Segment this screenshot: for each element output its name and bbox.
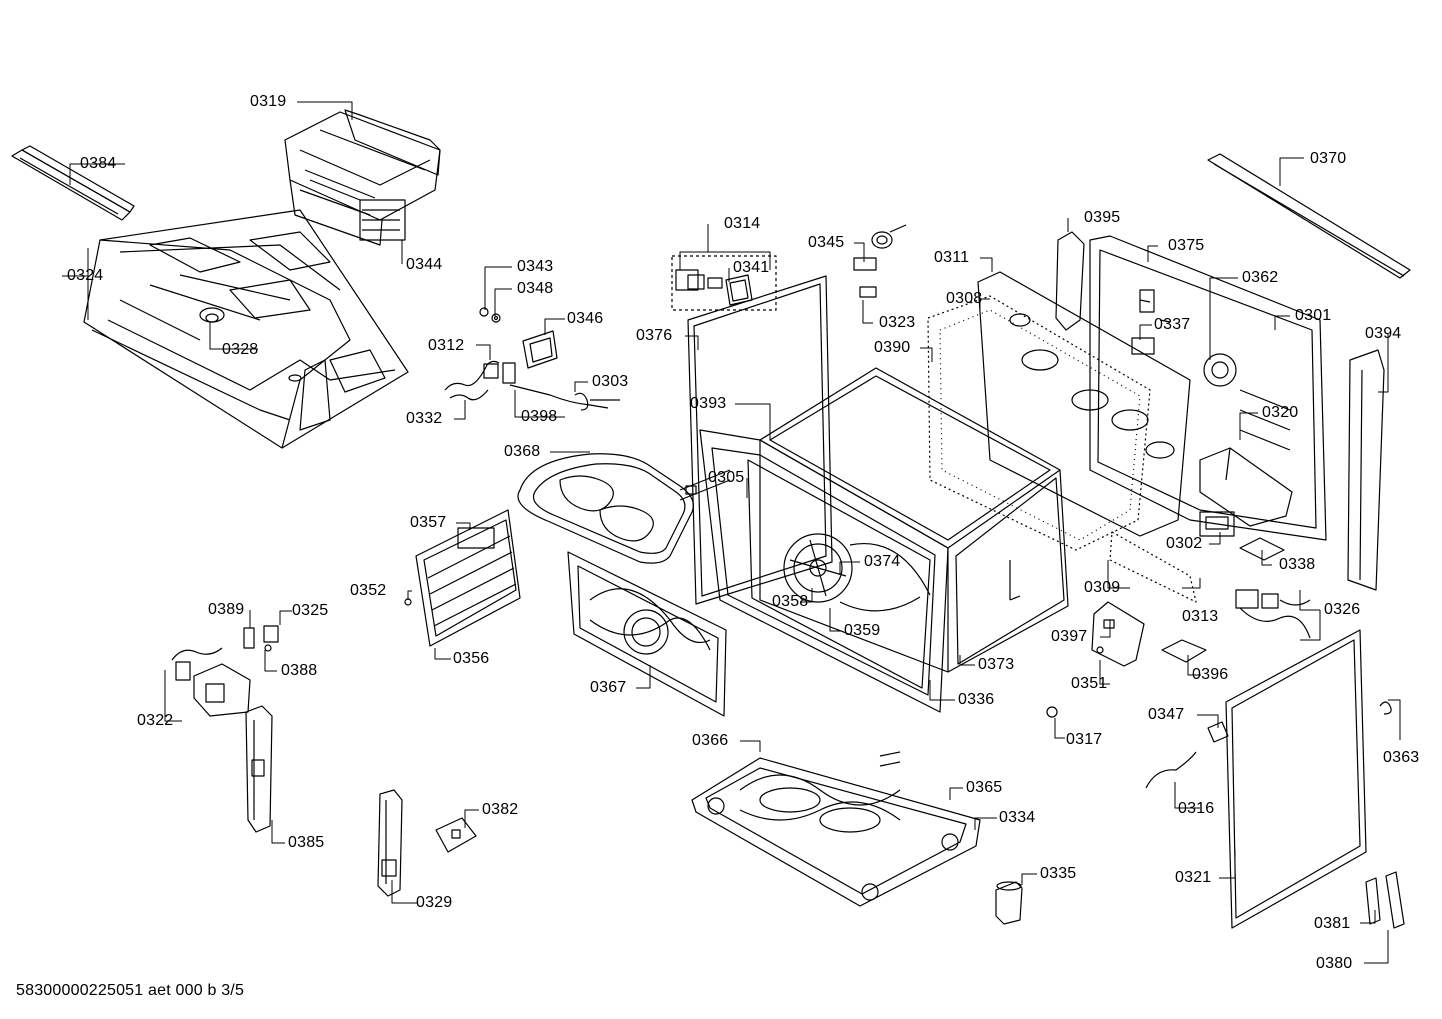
part-label-0398: 0398 [521, 408, 558, 425]
part-label-0394: 0394 [1365, 325, 1402, 342]
part-label-0302: 0302 [1166, 535, 1203, 552]
part-label-0326: 0326 [1324, 601, 1361, 618]
part-label-0316: 0316 [1178, 800, 1215, 817]
part-label-0346: 0346 [567, 310, 604, 327]
part-label-0396: 0396 [1192, 666, 1229, 683]
part-label-0334: 0334 [999, 809, 1036, 826]
part-label-0376: 0376 [636, 327, 673, 344]
part-label-0332: 0332 [406, 410, 443, 427]
part-label-0343: 0343 [517, 258, 554, 275]
insulation-panel [927, 295, 1197, 603]
grill-element [517, 453, 731, 564]
part-label-0324: 0324 [67, 267, 104, 284]
part-label-0320: 0320 [1262, 404, 1299, 421]
top-cover-assembly [11, 109, 441, 449]
shelf-rack [404, 509, 521, 647]
part-label-0373: 0373 [978, 656, 1015, 673]
part-label-0329: 0329 [416, 894, 453, 911]
part-label-0321: 0321 [1175, 869, 1212, 886]
part-label-0362: 0362 [1242, 269, 1279, 286]
part-label-0382: 0382 [482, 801, 519, 818]
small-parts-cluster [444, 307, 620, 411]
part-label-0397: 0397 [1051, 628, 1088, 645]
part-label-0319: 0319 [250, 93, 287, 110]
leader-lines [62, 101, 1401, 964]
part-label-0303: 0303 [592, 373, 629, 390]
part-label-0313: 0313 [1182, 608, 1219, 625]
part-label-0359: 0359 [844, 622, 881, 639]
part-label-0305: 0305 [708, 469, 745, 486]
part-label-0375: 0375 [1168, 237, 1205, 254]
part-label-0322: 0322 [137, 712, 174, 729]
part-label-0344: 0344 [406, 256, 443, 273]
part-label-0338: 0338 [1279, 556, 1316, 573]
bottom-tray [691, 751, 981, 907]
document-id-footer: 58300000225051 aet 000 b 3/5 [16, 982, 245, 999]
part-label-0368: 0368 [504, 443, 541, 460]
part-label-0312: 0312 [428, 337, 465, 354]
part-label-0308: 0308 [946, 290, 983, 307]
part-label-0309: 0309 [1084, 579, 1121, 596]
part-label-0325: 0325 [292, 602, 329, 619]
part-label-0358: 0358 [772, 593, 809, 610]
part-label-0365: 0365 [966, 779, 1003, 796]
part-label-0366: 0366 [692, 732, 729, 749]
part-label-0351: 0351 [1071, 675, 1108, 692]
part-label-0301: 0301 [1295, 307, 1332, 324]
part-label-0384: 0384 [80, 155, 117, 172]
part-label-0390: 0390 [874, 339, 911, 356]
part-label-0370: 0370 [1310, 150, 1347, 167]
part-label-0348: 0348 [517, 280, 554, 297]
part-label-0314: 0314 [724, 215, 761, 232]
part-label-0337: 0337 [1154, 316, 1191, 333]
part-label-0381: 0381 [1314, 915, 1351, 932]
control-boards [1091, 589, 1311, 667]
part-label-0380: 0380 [1316, 955, 1353, 972]
part-label-0328: 0328 [222, 341, 259, 358]
part-label-0345: 0345 [808, 234, 845, 251]
oven-cavity [699, 367, 1069, 713]
part-label-0336: 0336 [958, 691, 995, 708]
part-label-0393: 0393 [690, 395, 727, 412]
part-label-0374: 0374 [864, 553, 901, 570]
part-label-0357: 0357 [410, 514, 447, 531]
right-misc-parts [995, 629, 1405, 929]
part-label-0389: 0389 [208, 601, 245, 618]
part-label-0356: 0356 [453, 650, 490, 667]
part-label-0323: 0323 [879, 314, 916, 331]
part-label-0363: 0363 [1383, 749, 1420, 766]
part-label-0385: 0385 [288, 834, 325, 851]
part-label-0335: 0335 [1040, 865, 1077, 882]
part-label-0395: 0395 [1084, 209, 1121, 226]
rear-panel [977, 153, 1411, 591]
part-label-0352: 0352 [350, 582, 387, 599]
lower-left-parts [171, 625, 477, 897]
part-label-0367: 0367 [590, 679, 627, 696]
part-label-0347: 0347 [1148, 706, 1185, 723]
electronics-cluster [671, 224, 907, 311]
part-label-0311: 0311 [934, 249, 970, 266]
part-label-0317: 0317 [1066, 731, 1103, 748]
part-label-0388: 0388 [281, 662, 318, 679]
part-label-0341: 0341 [733, 259, 770, 276]
inner-door-panel [567, 551, 727, 717]
